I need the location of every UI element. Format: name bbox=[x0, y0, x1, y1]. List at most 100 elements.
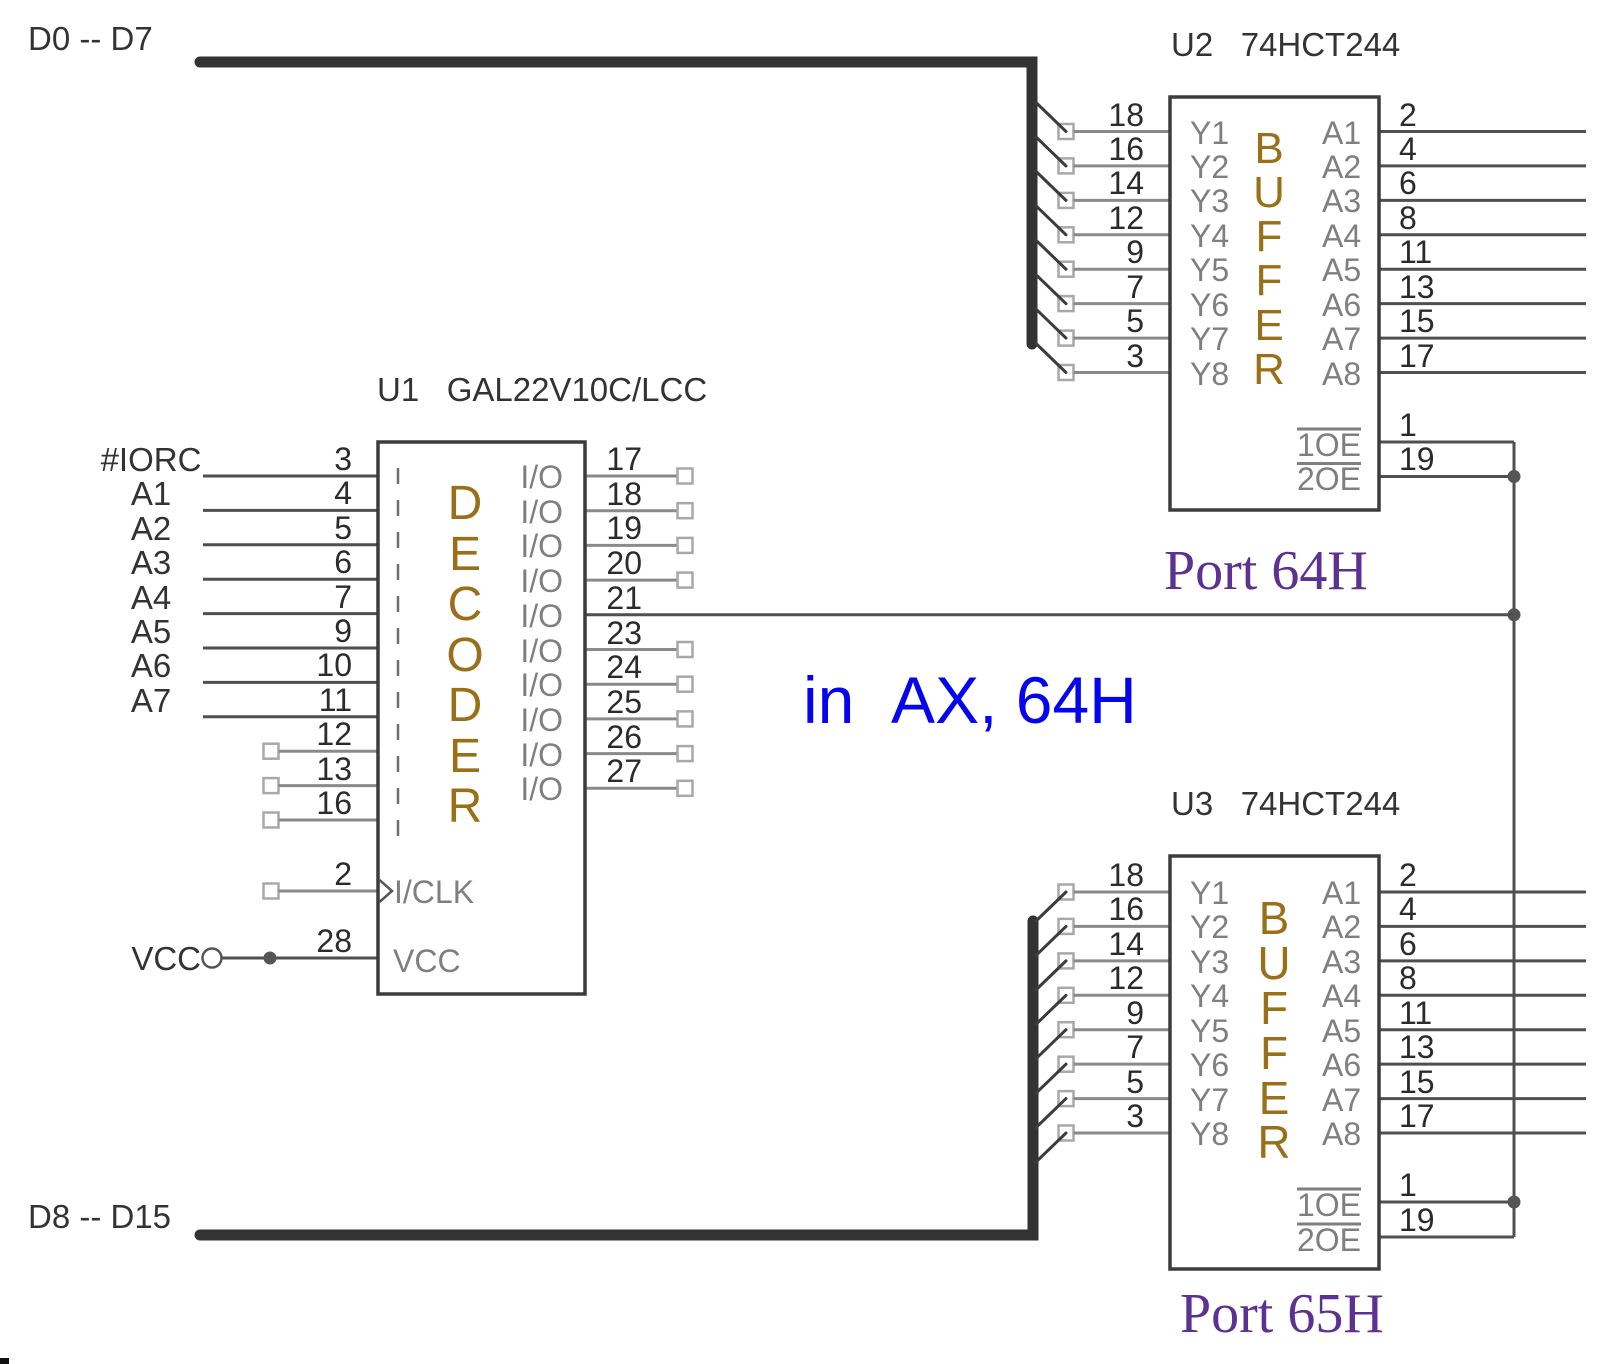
svg-text:Y7: Y7 bbox=[1190, 1082, 1229, 1118]
svg-text:A3: A3 bbox=[1322, 944, 1361, 980]
svg-text:D: D bbox=[448, 477, 483, 530]
svg-text:Y1: Y1 bbox=[1190, 875, 1229, 911]
svg-text:I/O: I/O bbox=[520, 771, 563, 807]
svg-text:#IORC: #IORC bbox=[101, 441, 202, 478]
svg-text:A6: A6 bbox=[1322, 1047, 1361, 1083]
svg-text:12: 12 bbox=[1108, 200, 1144, 236]
svg-text:5: 5 bbox=[334, 510, 352, 546]
svg-text:A1: A1 bbox=[1322, 115, 1361, 151]
svg-text:F: F bbox=[1256, 212, 1283, 261]
svg-text:4: 4 bbox=[1399, 891, 1417, 927]
svg-text:13: 13 bbox=[1399, 1029, 1435, 1065]
svg-text:12: 12 bbox=[316, 716, 352, 752]
svg-text:Y3: Y3 bbox=[1190, 183, 1229, 219]
svg-text:2OE: 2OE bbox=[1297, 461, 1361, 497]
svg-text:5: 5 bbox=[1126, 1064, 1144, 1100]
svg-text:6: 6 bbox=[1399, 926, 1417, 962]
svg-text:3: 3 bbox=[1126, 1098, 1144, 1134]
svg-text:I/O: I/O bbox=[520, 737, 563, 773]
svg-text:I/O: I/O bbox=[520, 459, 563, 495]
svg-text:9: 9 bbox=[1126, 234, 1144, 270]
svg-text:B: B bbox=[1254, 124, 1283, 173]
svg-text:A7: A7 bbox=[1322, 1082, 1361, 1118]
svg-text:I/O: I/O bbox=[520, 667, 563, 703]
svg-text:Y6: Y6 bbox=[1190, 287, 1229, 323]
svg-text:A1: A1 bbox=[1322, 875, 1361, 911]
svg-text:26: 26 bbox=[606, 719, 642, 755]
svg-text:9: 9 bbox=[334, 613, 352, 649]
svg-text:18: 18 bbox=[1108, 97, 1144, 133]
svg-text:A4: A4 bbox=[131, 579, 171, 616]
svg-text:R: R bbox=[448, 780, 483, 833]
svg-text:VCC: VCC bbox=[131, 940, 201, 977]
svg-text:11: 11 bbox=[1399, 234, 1432, 270]
svg-text:Y1: Y1 bbox=[1190, 115, 1229, 151]
svg-text:Y3: Y3 bbox=[1190, 944, 1229, 980]
svg-text:4: 4 bbox=[334, 475, 352, 511]
svg-text:13: 13 bbox=[316, 751, 352, 787]
svg-text:19: 19 bbox=[1399, 441, 1435, 477]
svg-text:C: C bbox=[448, 578, 483, 631]
svg-text:11: 11 bbox=[1399, 995, 1432, 1031]
svg-text:18: 18 bbox=[1108, 857, 1144, 893]
svg-text:D8 -- D15: D8 -- D15 bbox=[28, 1198, 171, 1235]
svg-text:Y7: Y7 bbox=[1190, 321, 1229, 357]
svg-text:Y4: Y4 bbox=[1190, 218, 1229, 254]
svg-text:23: 23 bbox=[606, 615, 642, 651]
svg-text:A1: A1 bbox=[131, 475, 171, 512]
svg-text:A2: A2 bbox=[1322, 149, 1361, 185]
svg-text:A2: A2 bbox=[131, 510, 171, 547]
svg-text:2OE: 2OE bbox=[1297, 1222, 1361, 1258]
svg-text:VCC: VCC bbox=[393, 943, 461, 979]
svg-text:3: 3 bbox=[334, 441, 352, 477]
svg-text:E: E bbox=[1254, 301, 1283, 350]
svg-text:A5: A5 bbox=[1322, 252, 1361, 288]
svg-text:Y4: Y4 bbox=[1190, 978, 1229, 1014]
svg-text:Port 65H: Port 65H bbox=[1180, 1283, 1384, 1345]
svg-text:1: 1 bbox=[1399, 1167, 1417, 1203]
svg-text:Y2: Y2 bbox=[1190, 149, 1229, 185]
svg-text:A6: A6 bbox=[131, 647, 171, 684]
svg-text:I/O: I/O bbox=[520, 598, 563, 634]
svg-text:7: 7 bbox=[1126, 269, 1144, 305]
svg-text:8: 8 bbox=[1399, 960, 1417, 996]
svg-text:21: 21 bbox=[606, 580, 642, 616]
svg-text:Y5: Y5 bbox=[1190, 1013, 1229, 1049]
svg-text:Y5: Y5 bbox=[1190, 252, 1229, 288]
svg-text:14: 14 bbox=[1108, 165, 1144, 201]
svg-text:U: U bbox=[1257, 937, 1290, 989]
svg-text:B: B bbox=[1259, 892, 1290, 944]
svg-text:A5: A5 bbox=[131, 613, 171, 650]
svg-text:I/O: I/O bbox=[520, 563, 563, 599]
svg-text:A4: A4 bbox=[1322, 218, 1361, 254]
svg-text:R: R bbox=[1253, 345, 1285, 394]
svg-text:1OE: 1OE bbox=[1297, 1187, 1361, 1223]
svg-text:3: 3 bbox=[1126, 338, 1144, 374]
svg-text:27: 27 bbox=[606, 753, 642, 789]
svg-text:16: 16 bbox=[1108, 891, 1144, 927]
svg-text:A3: A3 bbox=[1322, 183, 1361, 219]
svg-text:19: 19 bbox=[606, 510, 642, 546]
svg-text:17: 17 bbox=[1399, 1098, 1435, 1134]
svg-text:12: 12 bbox=[1108, 960, 1144, 996]
svg-text:F: F bbox=[1256, 256, 1283, 305]
svg-text:10: 10 bbox=[316, 647, 352, 683]
svg-text:D: D bbox=[448, 679, 483, 732]
svg-text:2: 2 bbox=[1399, 97, 1417, 133]
svg-text:A7: A7 bbox=[1322, 321, 1361, 357]
svg-text:Y6: Y6 bbox=[1190, 1047, 1229, 1083]
svg-text:1: 1 bbox=[1399, 407, 1417, 443]
svg-text:in AX, 64H: in AX, 64H bbox=[803, 663, 1137, 737]
svg-text:15: 15 bbox=[1399, 303, 1435, 339]
svg-text:A8: A8 bbox=[1322, 356, 1361, 392]
svg-text:I/O: I/O bbox=[520, 494, 563, 530]
svg-text:28: 28 bbox=[316, 923, 352, 959]
svg-text:Y8: Y8 bbox=[1190, 1116, 1229, 1152]
svg-text:A7: A7 bbox=[131, 682, 171, 719]
svg-text:17: 17 bbox=[606, 441, 642, 477]
svg-text:I/O: I/O bbox=[520, 528, 563, 564]
svg-text:15: 15 bbox=[1399, 1064, 1435, 1100]
svg-text:U: U bbox=[1253, 168, 1285, 217]
svg-text:F: F bbox=[1260, 1027, 1288, 1079]
svg-text:8: 8 bbox=[1399, 200, 1417, 236]
